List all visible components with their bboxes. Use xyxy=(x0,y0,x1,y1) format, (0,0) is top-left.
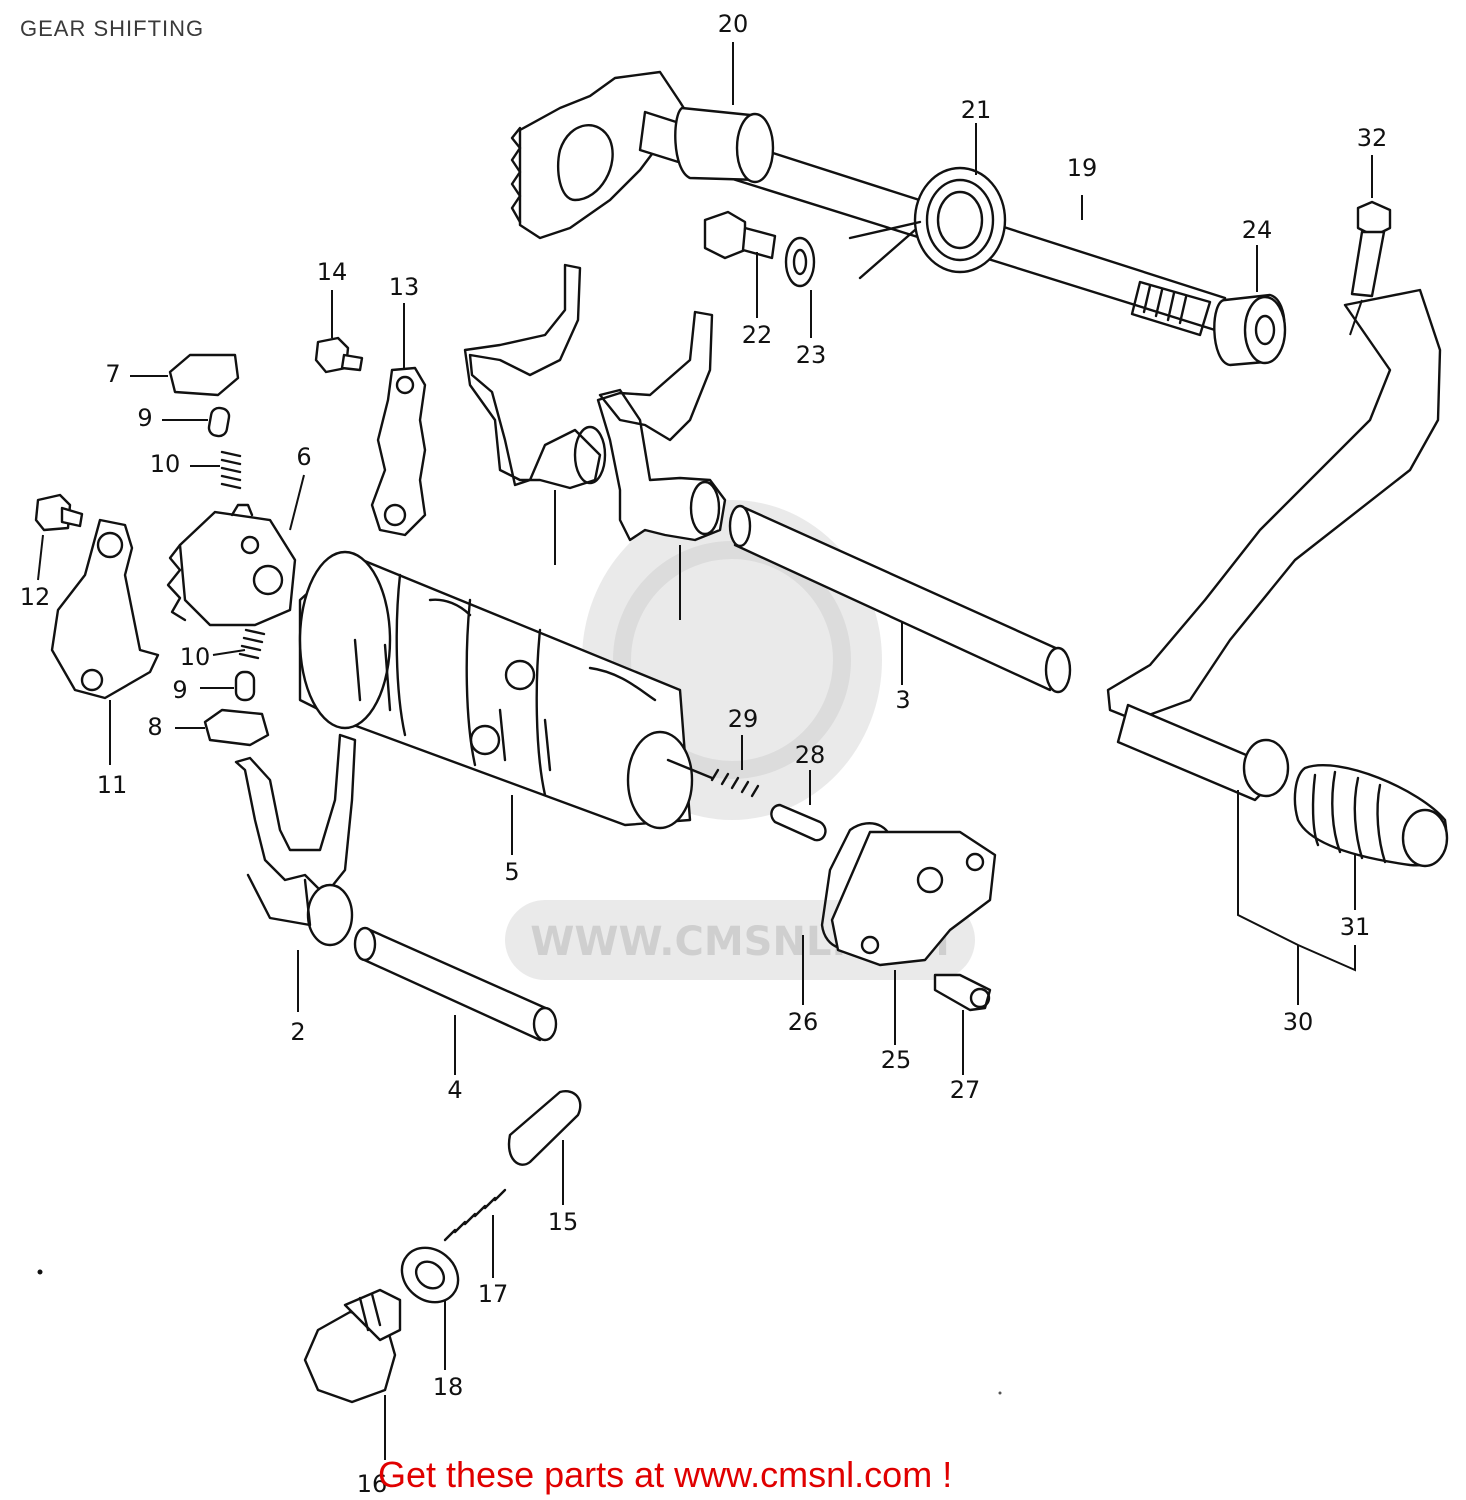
cover xyxy=(830,830,997,967)
callout-23: 23 xyxy=(796,341,827,369)
callout-32: 32 xyxy=(1357,124,1388,152)
callout-20: 20 xyxy=(718,10,749,38)
pin xyxy=(234,670,256,702)
screw xyxy=(314,336,364,374)
spring xyxy=(220,450,242,490)
gear-shift-fork xyxy=(234,733,357,947)
callout-27: 27 xyxy=(950,1076,981,1104)
spring-wire xyxy=(666,758,714,780)
screw xyxy=(933,973,992,1012)
callout-8: 8 xyxy=(147,713,162,741)
cam-driven-gear xyxy=(166,503,297,627)
washer xyxy=(400,1246,460,1304)
callout-15: 15 xyxy=(548,1208,579,1236)
callout-11: 11 xyxy=(97,771,128,799)
callout-9b: 9 xyxy=(172,676,187,704)
pin xyxy=(207,406,231,438)
callout-28: 28 xyxy=(795,741,826,769)
callout-25: 25 xyxy=(881,1046,912,1074)
callout-6: 6 xyxy=(296,443,311,471)
callout-3: 3 xyxy=(895,686,910,714)
bolt xyxy=(1350,200,1392,298)
callout-10: 10 xyxy=(150,450,181,478)
stopper xyxy=(370,366,427,537)
bolt xyxy=(703,210,777,260)
oil-seal xyxy=(1213,293,1287,367)
promo-link[interactable]: Get these parts at www.cmsnl.com ! xyxy=(378,1454,953,1495)
spring xyxy=(443,1188,507,1242)
callout-12: 12 xyxy=(20,583,51,611)
callout-19: 19 xyxy=(1067,154,1098,182)
spring xyxy=(710,768,760,798)
gear-shift-fork xyxy=(463,263,607,490)
plate xyxy=(203,708,270,747)
callout-18: 18 xyxy=(433,1373,464,1401)
callout-24: 24 xyxy=(1242,216,1273,244)
callout-31: 31 xyxy=(1340,913,1371,941)
plate xyxy=(168,353,240,397)
plug xyxy=(303,1288,402,1404)
pin xyxy=(507,1090,582,1166)
stray-dot xyxy=(998,1391,1002,1395)
callout-7: 7 xyxy=(105,360,120,388)
callout-10b: 10 xyxy=(180,643,211,671)
gear-shift-fork xyxy=(596,310,727,542)
callout-29: 29 xyxy=(728,705,759,733)
callout-5: 5 xyxy=(504,858,519,886)
gear-shift-cam xyxy=(298,550,694,830)
pin xyxy=(770,803,827,842)
gear-shift-lever xyxy=(1106,288,1442,802)
callout-4: 4 xyxy=(447,1076,462,1104)
page-title: GEAR SHIFTING xyxy=(20,16,205,41)
screw xyxy=(34,493,84,532)
stray-dot xyxy=(37,1269,43,1275)
callout-14: 14 xyxy=(317,258,348,286)
callout-16: 16 xyxy=(357,1470,388,1498)
callout-30: 30 xyxy=(1283,1008,1314,1036)
callout-22: 22 xyxy=(742,321,773,349)
callout-13: 13 xyxy=(389,273,420,301)
spring xyxy=(238,628,266,660)
leader-lines xyxy=(37,42,1373,1460)
callout-21: 21 xyxy=(961,96,992,124)
washer-hole xyxy=(792,248,808,276)
callout-26: 26 xyxy=(788,1008,819,1036)
shift-rubber xyxy=(1293,764,1449,868)
callout-17: 17 xyxy=(478,1280,509,1308)
callout-labels: 20 21 19 32 24 22 23 14 13 7 9 10 6 12 1… xyxy=(20,10,1388,1498)
callout-2: 2 xyxy=(290,1018,305,1046)
callout-9: 9 xyxy=(137,404,152,432)
return-spring xyxy=(848,166,1007,280)
washer xyxy=(784,236,816,288)
gear-shift-fork-shaft xyxy=(353,926,558,1042)
gear-shift-fork-shaft xyxy=(728,504,1072,694)
gear-shift-cam-stopper xyxy=(50,518,160,700)
